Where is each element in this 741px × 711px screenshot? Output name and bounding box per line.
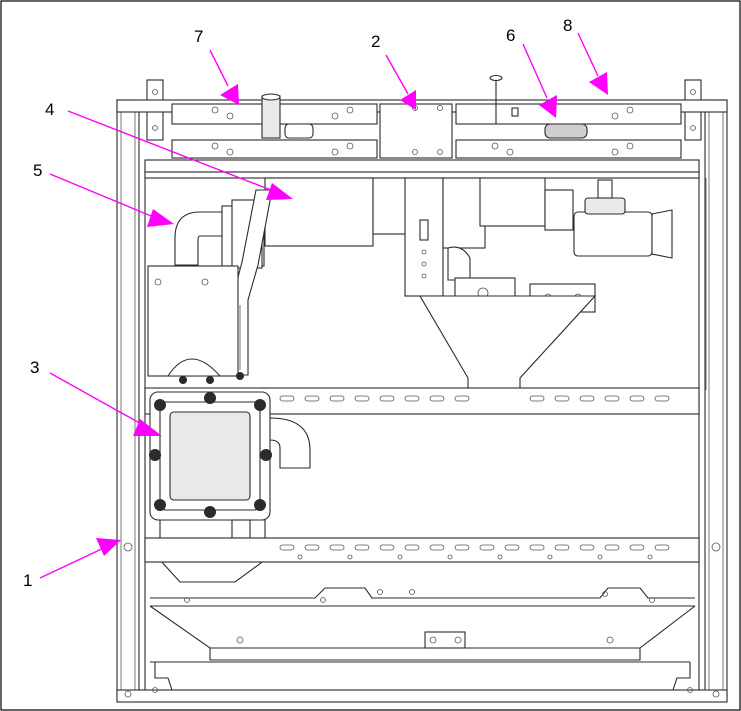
left-post [116, 99, 140, 701]
callout-label-3: 3 [30, 358, 39, 377]
callouts: 1 2 3 4 5 6 7 [23, 16, 608, 590]
callout-label-6: 6 [506, 26, 515, 45]
callout-7: 7 [194, 27, 239, 105]
callout-4: 4 [45, 100, 293, 200]
heat-exchanger-box [264, 177, 374, 247]
upper-plate-center [379, 103, 453, 159]
callout-8: 8 [563, 16, 608, 95]
callout-1: 1 [23, 538, 121, 590]
chassis-frame [116, 79, 728, 703]
callout-label-8: 8 [563, 16, 572, 35]
manifold-assembly [147, 177, 707, 411]
flexible-tube [231, 189, 273, 376]
callout-label-2: 2 [371, 32, 380, 51]
callout-6: 6 [506, 26, 557, 118]
lower-rail [144, 537, 700, 563]
elbow-pipe [174, 211, 223, 266]
callout-label-5: 5 [33, 161, 42, 180]
callout-5: 5 [33, 161, 174, 227]
callout-label-7: 7 [194, 27, 203, 46]
gas-valve [573, 211, 653, 257]
right-post [704, 99, 728, 701]
upper-plate-right [455, 103, 682, 125]
callout-2: 2 [371, 32, 416, 110]
pump-housing [149, 372, 311, 583]
callout-3: 3 [30, 358, 162, 436]
callout-label-4: 4 [45, 100, 54, 119]
left-bracket [147, 265, 239, 377]
base-tray [149, 587, 696, 693]
top-mounting-rails [116, 74, 728, 179]
callout-label-1: 1 [23, 571, 32, 590]
